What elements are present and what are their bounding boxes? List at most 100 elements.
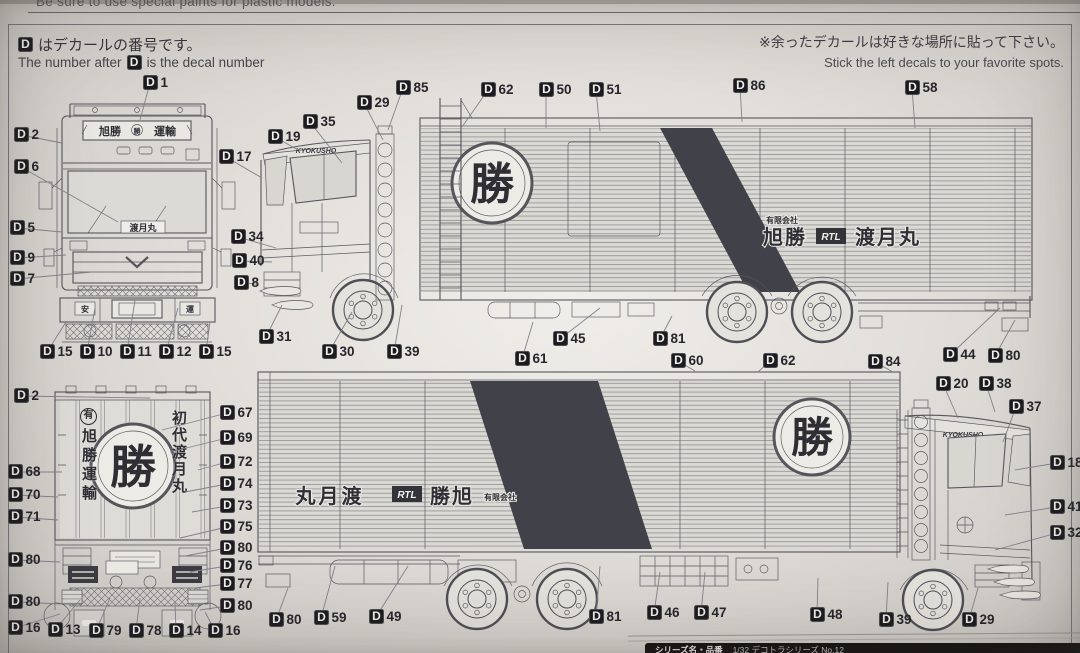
- rear-logo-char: 勝: [110, 440, 157, 494]
- d-box: D: [80, 344, 95, 359]
- d-number: 74: [237, 476, 253, 491]
- header-jp-text: はデカールの番号です。: [38, 37, 202, 54]
- d-number: 12: [176, 344, 192, 359]
- side1-company-small: 有限会社: [766, 215, 798, 225]
- d-number: 61: [532, 351, 548, 366]
- side2-logo-char: 勝: [791, 413, 834, 462]
- d-number: 80: [25, 594, 41, 609]
- top-note: Be sure to use special paints for plasti…: [36, 0, 336, 9]
- d-box: D: [89, 623, 104, 638]
- header-en: The number after D is the decal number: [18, 55, 264, 70]
- leader-line-D6: [20, 166, 119, 223]
- d-number: 34: [248, 229, 264, 244]
- d-number: 16: [25, 620, 41, 635]
- d-number: 2: [31, 388, 40, 403]
- leader-line-D44: [949, 307, 1001, 356]
- d-box: D: [269, 612, 284, 627]
- side2-cab-visor-text: KYOKUSHO: [943, 432, 984, 439]
- d-number: 76: [237, 558, 253, 573]
- d-number: 60: [688, 353, 704, 368]
- leader-line-D7: [16, 271, 93, 280]
- d-number: 35: [320, 114, 336, 129]
- d-number: 75: [237, 519, 253, 534]
- d-number: 80: [286, 612, 302, 627]
- d-box: D: [120, 344, 135, 359]
- d-box: D: [259, 329, 274, 344]
- leader-line-D69: [169, 437, 228, 453]
- diagram-panel-border: [8, 24, 1072, 653]
- d-number: 29: [374, 95, 390, 110]
- d-box: D: [220, 498, 235, 513]
- d-box: D: [220, 405, 235, 420]
- d-box: D: [8, 487, 23, 502]
- d-number: 79: [106, 623, 122, 638]
- d-box: D: [671, 353, 686, 368]
- d-box: D: [220, 476, 235, 491]
- d-box: D: [905, 80, 920, 95]
- d-number: 69: [237, 430, 253, 445]
- d-box: D: [1009, 399, 1024, 414]
- d-number: 6: [31, 159, 40, 174]
- d-box: D: [143, 75, 158, 90]
- d-box: D: [126, 55, 142, 70]
- leader-line-D9: [16, 254, 67, 259]
- d-box: D: [1050, 499, 1065, 514]
- d-number: 18: [1067, 455, 1080, 470]
- d-box: D: [1050, 525, 1065, 540]
- top-rule: [28, 12, 1080, 13]
- d-box: D: [10, 271, 25, 286]
- side2-name-front: 丸月渡: [295, 484, 365, 508]
- d-number: 38: [996, 376, 1012, 391]
- front-banner-mark: 勝: [134, 127, 142, 136]
- d-box: D: [220, 430, 235, 445]
- leader-line-D85: [387, 87, 404, 131]
- d-box: D: [8, 620, 23, 635]
- d-number: 81: [670, 331, 686, 346]
- d-box: D: [369, 609, 384, 624]
- side1-name-rear: 渡月丸: [855, 225, 921, 249]
- d-box: D: [8, 509, 23, 524]
- side-view-1-drawing: 勝 有限会社 旭勝 RTL 渡月丸 KYOKUSHO: [259, 98, 1033, 344]
- d-number: 19: [285, 129, 301, 144]
- d-box: D: [219, 149, 234, 164]
- d-box: D: [268, 129, 283, 144]
- d-number: 16: [225, 623, 241, 638]
- d-box: D: [48, 622, 63, 637]
- d-number: 49: [386, 609, 402, 624]
- leader-line-D2: [20, 395, 151, 399]
- d-box: D: [589, 609, 604, 624]
- d-box: D: [322, 344, 337, 359]
- d-number: 29: [979, 612, 995, 627]
- d-number: 11: [137, 344, 152, 359]
- spare-decal-note: ※余ったデカールは好きな場所に貼って下さい。 Stick the left de…: [759, 32, 1064, 70]
- d-box: D: [763, 353, 778, 368]
- d-number: 77: [237, 576, 253, 591]
- leader-line-D32: [994, 532, 1058, 551]
- d-box: D: [220, 558, 235, 573]
- d-number: 80: [25, 552, 41, 567]
- d-box: D: [8, 552, 23, 567]
